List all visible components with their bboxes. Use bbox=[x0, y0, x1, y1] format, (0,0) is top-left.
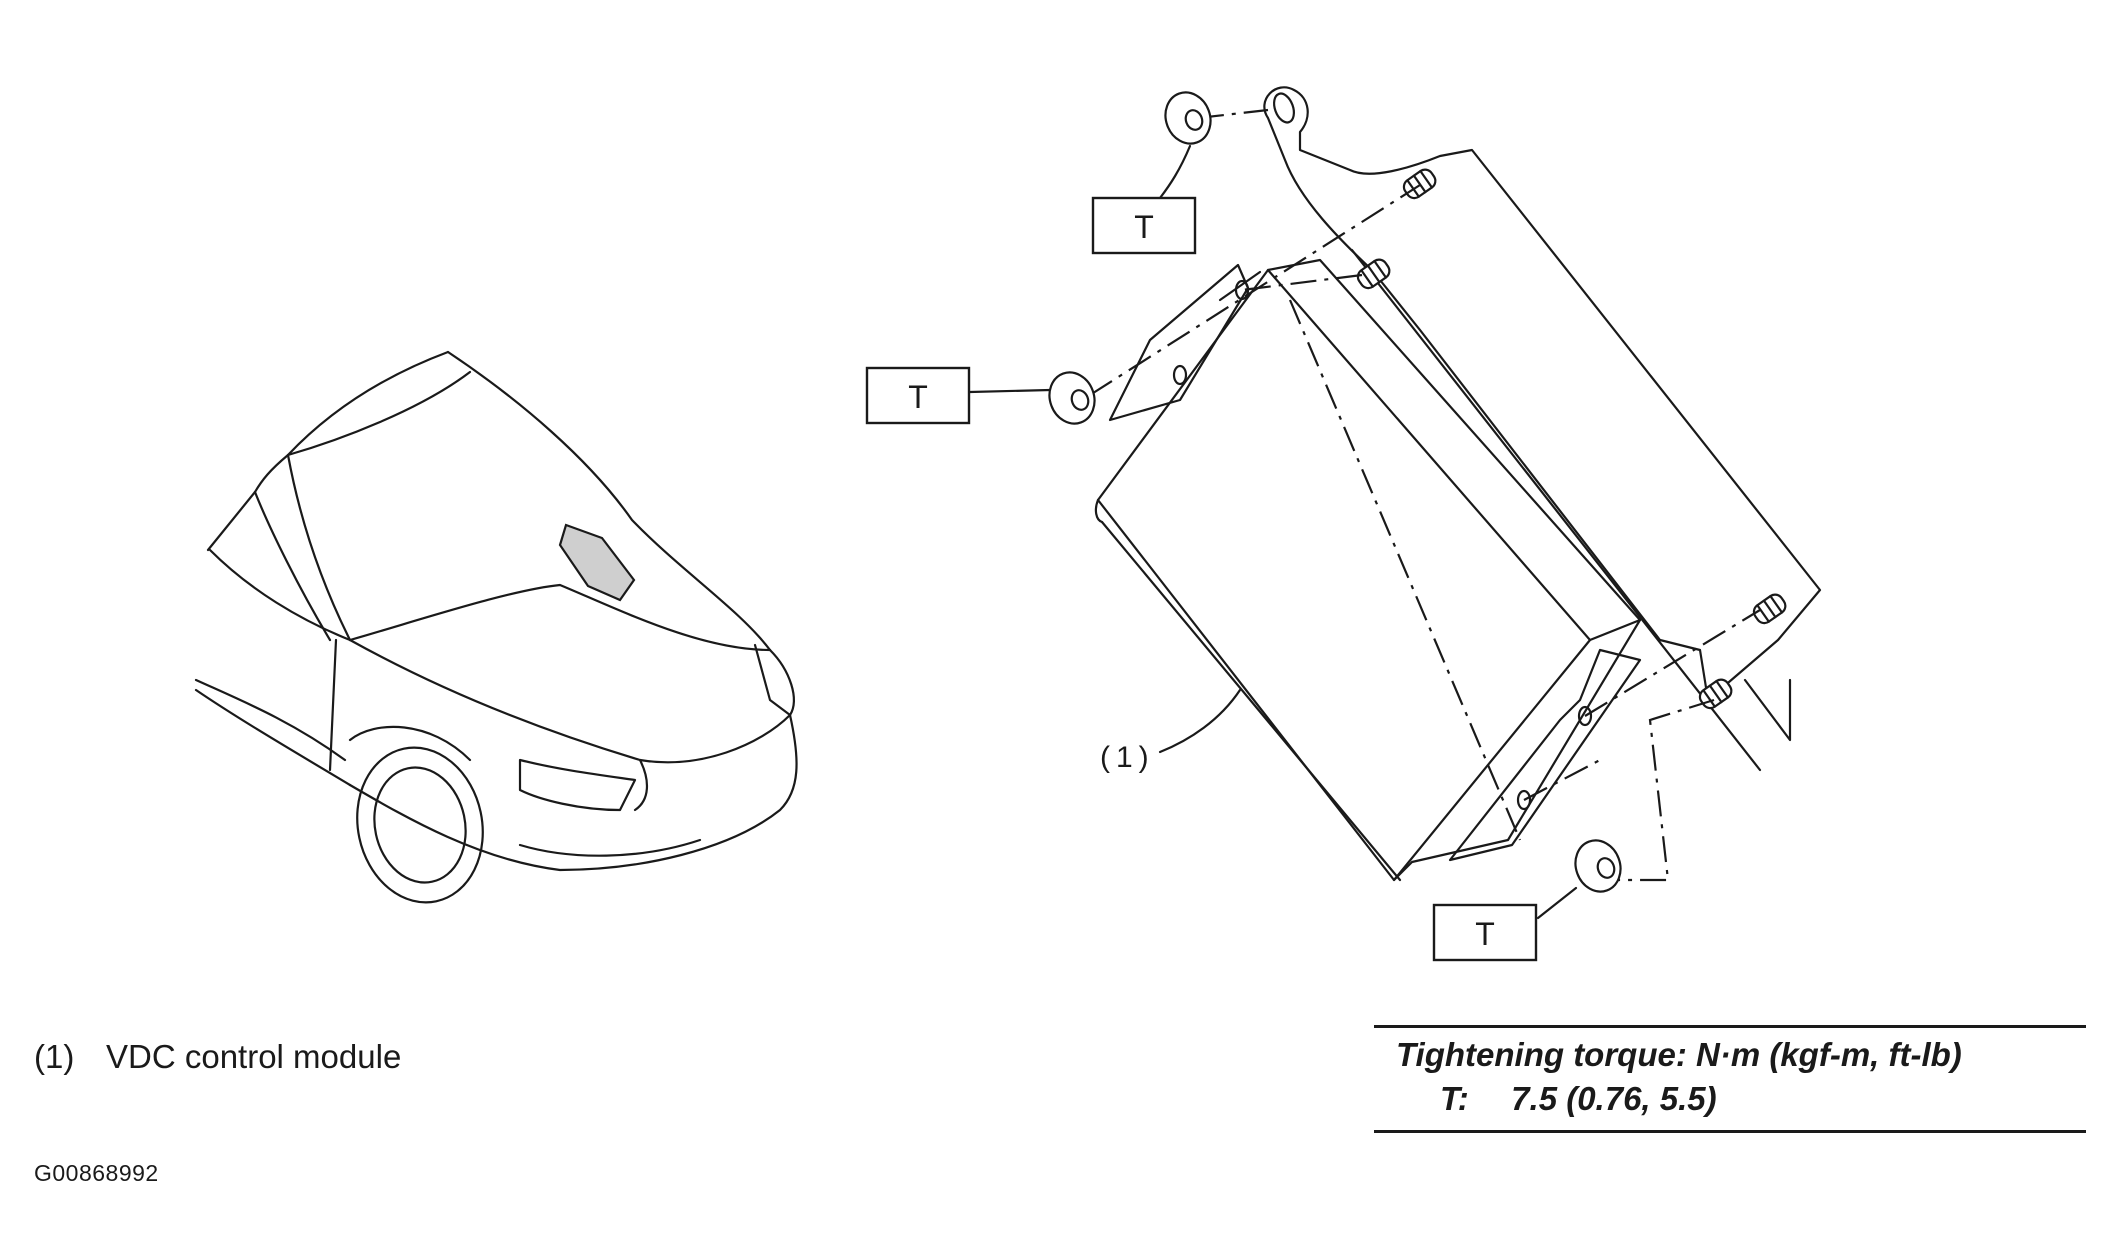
module-flange-bottom bbox=[1448, 648, 1642, 862]
torque-callout-left: T bbox=[865, 366, 971, 425]
torque-spec-value: 7.5 (0.76, 5.5) bbox=[1511, 1080, 1717, 1117]
torque-callout-bottom-label: T bbox=[1475, 916, 1495, 952]
figure-id: G00868992 bbox=[34, 1160, 159, 1186]
torque-spec-table: Tightening torque: N·m (kgf-m, ft-lb) T:… bbox=[1374, 1025, 2086, 1133]
legend-number: (1) bbox=[34, 1038, 75, 1075]
module-callout-number: (1) bbox=[1100, 741, 1155, 774]
vdc-control-module bbox=[1094, 258, 1642, 882]
assembly-alignment-lines bbox=[1089, 108, 1761, 882]
torque-callout-bottom: T bbox=[1432, 903, 1538, 962]
nut-top bbox=[1164, 91, 1212, 145]
legend: (1) VDC control module bbox=[34, 1038, 401, 1076]
torque-callout-top: T bbox=[1091, 196, 1197, 255]
torque-spec-heading: Tightening torque: N·m (kgf-m, ft-lb) bbox=[1396, 1036, 1962, 1073]
nut-left bbox=[1048, 371, 1096, 425]
legend-text: VDC control module bbox=[106, 1038, 402, 1075]
torque-spec-key: T: bbox=[1440, 1080, 1469, 1117]
module-flange-top bbox=[1108, 263, 1250, 422]
torque-callout-left-label: T bbox=[908, 379, 928, 415]
car-location-sketch bbox=[194, 350, 798, 904]
leader-lines bbox=[968, 144, 1578, 920]
torque-callout-top-label: T bbox=[1134, 209, 1154, 245]
nut-bottom bbox=[1574, 839, 1622, 893]
mounting-studs bbox=[1356, 168, 1787, 710]
mounting-bracket bbox=[1263, 86, 1822, 772]
torque-spec-row: T: 7.5 (0.76, 5.5) bbox=[1374, 1080, 2086, 1118]
